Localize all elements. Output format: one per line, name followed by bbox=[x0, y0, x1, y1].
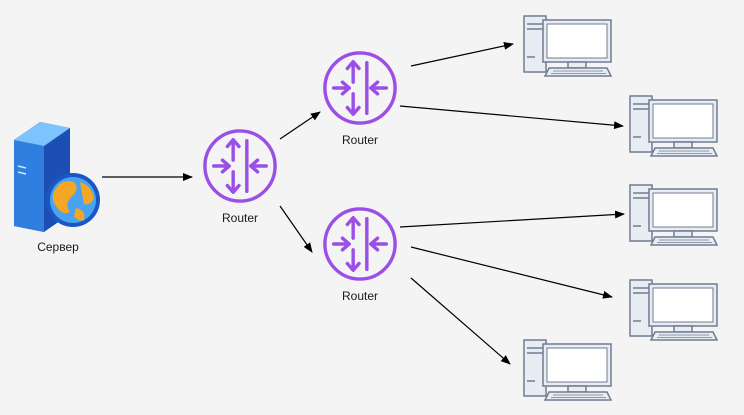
pc-node-5[interactable] bbox=[523, 339, 612, 401]
router-icon bbox=[323, 207, 397, 281]
arrow-router-bottom-to-pc-3 bbox=[399, 210, 625, 228]
server-globe-icon bbox=[14, 122, 100, 232]
desktop-computer-icon bbox=[523, 339, 612, 401]
router-icon bbox=[323, 51, 397, 125]
arrow-router-to-router-top bbox=[279, 111, 321, 140]
router-main-label: Router bbox=[222, 211, 258, 225]
arrow-router-top-to-pc-1 bbox=[410, 41, 514, 67]
connections bbox=[102, 41, 625, 365]
router-top-label: Router bbox=[342, 133, 378, 147]
desktop-computer-icon bbox=[523, 15, 612, 77]
router-top-node[interactable]: Router bbox=[323, 51, 397, 147]
pc-node-4[interactable] bbox=[629, 279, 718, 341]
arrow-router-bottom-to-pc-5 bbox=[410, 277, 511, 365]
pc-node-3[interactable] bbox=[629, 184, 718, 246]
desktop-computer-icon bbox=[629, 279, 718, 341]
server-node[interactable]: Сервер bbox=[14, 122, 100, 254]
arrow-router-top-to-pc-2 bbox=[399, 105, 624, 130]
arrow-router-bottom-to-pc-4 bbox=[410, 246, 613, 299]
desktop-computer-icon bbox=[629, 95, 718, 157]
router-bottom-label: Router bbox=[342, 289, 378, 303]
server-label: Сервер bbox=[37, 240, 79, 254]
router-icon bbox=[203, 129, 277, 203]
arrow-router-to-router-bottom bbox=[279, 205, 313, 253]
router-bottom-node[interactable]: Router bbox=[323, 207, 397, 303]
router-main-node[interactable]: Router bbox=[203, 129, 277, 225]
pc-node-1[interactable] bbox=[523, 15, 612, 77]
desktop-computer-icon bbox=[629, 184, 718, 246]
pc-node-2[interactable] bbox=[629, 95, 718, 157]
